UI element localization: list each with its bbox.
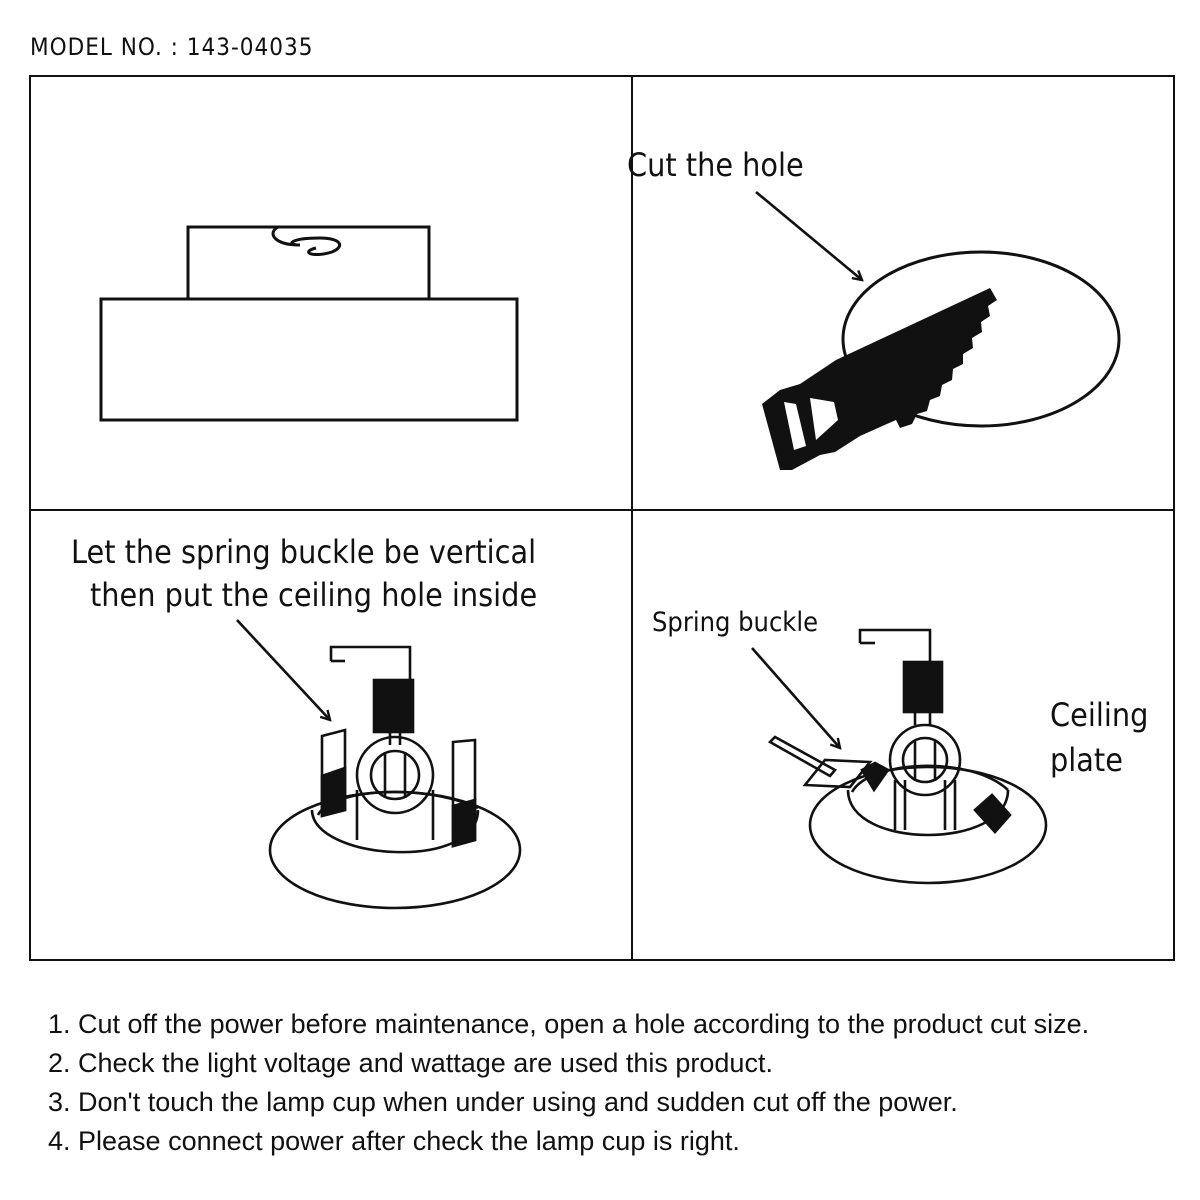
cut-hole-label: Cut the hole: [627, 146, 804, 184]
note-item: 3. Don't touch the lamp cup when under u…: [48, 1087, 958, 1117]
vertical-buckle-illustration: [236, 619, 522, 910]
grid-divider-horizontal: [31, 509, 1173, 511]
ceiling-label-line2: plate: [1050, 741, 1123, 779]
vertical-instruction-line2: then put the ceiling hole inside: [90, 576, 538, 614]
buckle-ceiling-illustration: [751, 628, 1048, 885]
lamp-side-view: [99, 225, 519, 422]
maintenance-notes: 1. Cut off the power before maintenance,…: [48, 1005, 1089, 1161]
note-item: 4. Please connect power after check the …: [48, 1126, 740, 1156]
grid-divider-vertical: [631, 77, 633, 959]
ceiling-label-line1: Ceiling: [1050, 696, 1149, 734]
note-item: 2. Check the light voltage and wattage a…: [48, 1048, 773, 1078]
saw-cut-illustration: [755, 190, 1121, 470]
note-item: 1. Cut off the power before maintenance,…: [48, 1009, 1090, 1039]
model-number: MODEL NO. : 143-04035: [30, 33, 314, 61]
instruction-grid: [29, 75, 1175, 961]
spring-buckle-label: Spring buckle: [652, 607, 819, 638]
vertical-instruction-line1: Let the spring buckle be vertical: [71, 533, 537, 571]
